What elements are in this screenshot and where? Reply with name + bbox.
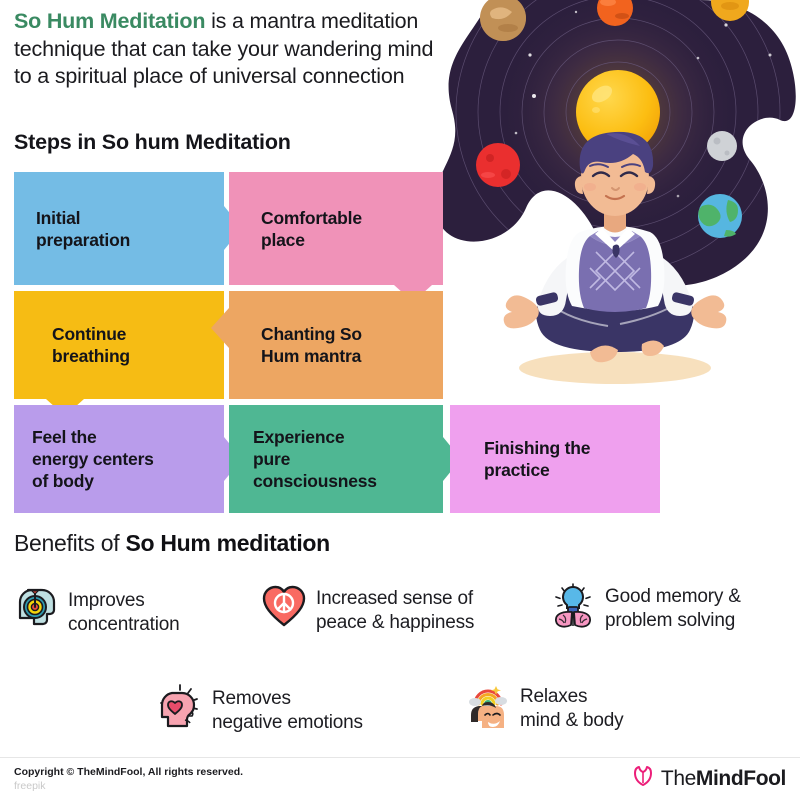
attribution-text: freepik [14, 780, 46, 792]
mars-planet-icon [476, 143, 520, 187]
step-label: Comfortable place [261, 207, 362, 250]
intro-highlight: So Hum Meditation [14, 9, 206, 33]
footer-divider [0, 757, 800, 758]
intro-rest: is a mantra meditation technique that ca… [14, 9, 434, 88]
copyright-text: Copyright © TheMindFool, All rights rese… [14, 766, 244, 778]
benefit-item-removes-negative-emotions: Removes negative emotions [158, 684, 363, 734]
step-box-experience-pure-consciousness[interactable]: Experience pure consciousness [229, 405, 443, 513]
intro-paragraph: So Hum Meditation is a mantra meditation… [14, 8, 444, 91]
benefit-item-peace-happiness: Increased sense of peace & happiness [262, 584, 474, 634]
step-label: Chanting So Hum mantra [261, 324, 362, 366]
brand-bold: MindFool [695, 766, 787, 790]
head-rainbow-icon [466, 682, 510, 728]
earth-planet-icon [698, 194, 742, 238]
steps-section-title: Steps in So hum Meditation [14, 130, 291, 154]
benefit-label: Improves concentration [68, 590, 180, 635]
step-label: Initial preparation [36, 207, 131, 250]
head-target-icon [14, 586, 58, 632]
tulip-logo-icon [631, 764, 655, 793]
meditating-man-cosmos-illustration [430, 0, 800, 400]
brand-name: TheMindFool [660, 766, 787, 791]
step-box-continue-breathing[interactable]: Continue breathing [14, 291, 224, 399]
step-box-initial-preparation[interactable]: Initial preparation [14, 172, 224, 285]
moon-planet-icon [707, 131, 737, 161]
benefits-title-bold: So Hum meditation [125, 530, 330, 556]
meditating-man-figure [503, 131, 727, 384]
brand-prefix: The [660, 766, 696, 790]
brand-logo[interactable]: TheMindFool [631, 764, 786, 793]
bulb-brain-icon [551, 582, 595, 628]
benefit-label: Removes negative emotions [212, 688, 363, 733]
benefits-title-prefix: Benefits of [14, 530, 126, 556]
step-label: Feel the energy centers of body [32, 427, 154, 491]
sun-icon [576, 70, 660, 154]
orange-planet-icon [597, 0, 633, 26]
step-label: Finishing the practice [484, 438, 591, 480]
jupiter-planet-icon [480, 0, 526, 41]
benefit-item-improves-concentration: Improves concentration [14, 586, 180, 636]
heart-peace-icon [262, 584, 306, 630]
step-box-feel-energy-centers[interactable]: Feel the energy centers of body [14, 405, 224, 513]
step-label: Experience pure consciousness [253, 427, 377, 491]
benefit-item-relaxes-mind-body: Relaxes mind & body [466, 682, 624, 732]
step-box-comfortable-place[interactable]: Comfortable place [229, 172, 443, 285]
saturn-planet-icon [711, 0, 749, 21]
benefit-label: Increased sense of peace & happiness [316, 588, 475, 633]
benefit-item-memory-problem-solving: Good memory & problem solving [551, 582, 741, 632]
step-box-finishing-the-practice[interactable]: Finishing the practice [450, 405, 660, 513]
step-label: Continue breathing [52, 324, 130, 366]
step-box-chanting-so-hum-mantra[interactable]: Chanting So Hum mantra [229, 291, 443, 399]
benefit-label: Relaxes mind & body [520, 686, 624, 731]
benefit-label: Good memory & problem solving [605, 586, 741, 631]
benefits-section-title: Benefits of So Hum meditation [14, 530, 330, 557]
head-heart-icon [158, 684, 202, 730]
